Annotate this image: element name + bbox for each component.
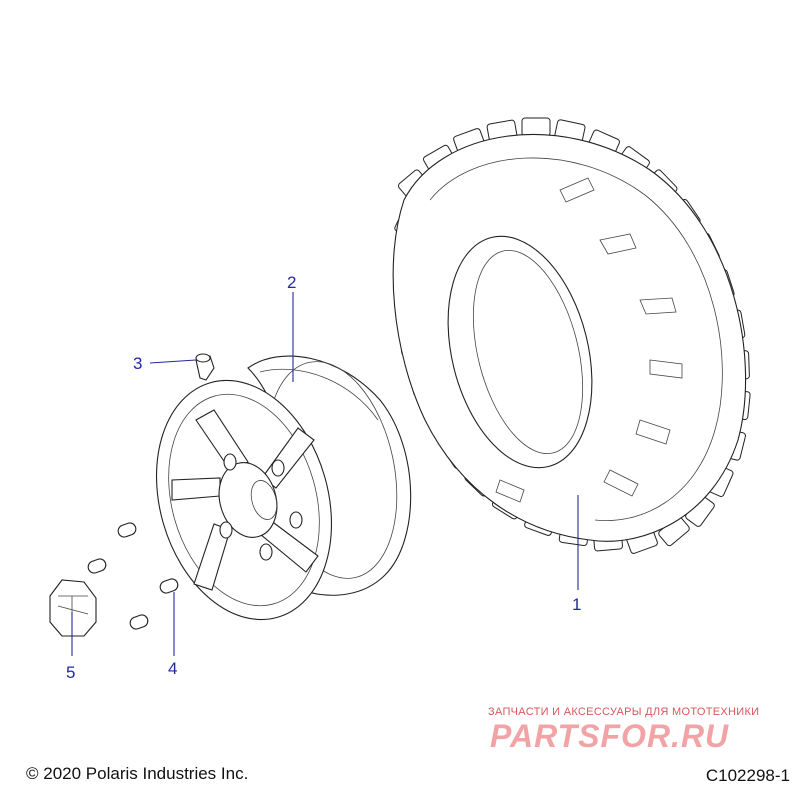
wheel — [155, 355, 412, 621]
wheel-stud — [87, 558, 107, 574]
wheel-studs — [87, 522, 179, 630]
valve-stem — [195, 353, 215, 381]
watermark-tagline: ЗАПЧАСТИ И АКСЕССУАРЫ ДЛЯ МОТОТЕХНИКИ — [488, 706, 760, 718]
tire-bead-inner — [472, 249, 584, 455]
lug-nut — [49, 579, 97, 637]
drawing-number: C102298-1 — [705, 766, 790, 785]
copyright-notice: © 2020 Polaris Industries Inc. — [26, 764, 249, 783]
callout-1: 1 — [572, 595, 581, 614]
callout-5: 5 — [66, 663, 75, 682]
tire — [392, 117, 751, 554]
wheel-stud — [117, 522, 137, 538]
callout-2: 2 — [287, 273, 296, 292]
callout-3: 3 — [133, 354, 142, 373]
tire-bead-opening — [447, 235, 593, 469]
wheel-hub — [218, 462, 278, 538]
callout-4: 4 — [168, 659, 177, 678]
wheel-stud — [159, 578, 179, 594]
wheel-spokes — [171, 409, 319, 591]
leader-3 — [149, 359, 197, 364]
tire-crown-line — [429, 157, 723, 522]
wheel-stud — [129, 614, 149, 630]
watermark-logo: PARTSFOR.RU — [490, 718, 730, 754]
